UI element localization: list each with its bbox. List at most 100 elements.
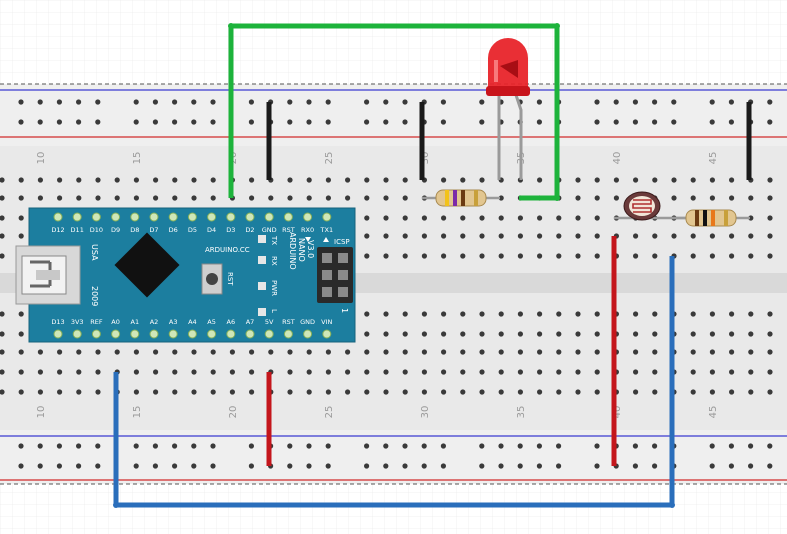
breadboard-hole xyxy=(575,389,581,395)
breadboard-hole xyxy=(767,253,773,259)
breadboard-hole xyxy=(613,177,620,183)
breadboard-hole xyxy=(364,215,370,221)
breadboard-hole xyxy=(690,177,696,183)
icsp-pins xyxy=(322,253,348,297)
breadboard-hole xyxy=(671,195,677,201)
breadboard-hole xyxy=(690,195,696,201)
breadboard-hole xyxy=(248,119,254,125)
breadboard-hole xyxy=(306,99,312,105)
breadboard-hole xyxy=(767,369,773,375)
breadboard-hole xyxy=(728,443,735,449)
breadboard-hole xyxy=(479,253,485,259)
arduino-icsp-pin1-label: 1 xyxy=(340,308,349,313)
breadboard-hole xyxy=(440,99,446,105)
breadboard-hole xyxy=(652,119,658,125)
breadboard-hole xyxy=(479,369,485,375)
breadboard-hole xyxy=(767,349,773,355)
arduino-pin-label: A5 xyxy=(207,318,216,326)
breadboard-hole xyxy=(402,99,408,105)
breadboard-hole xyxy=(632,443,639,449)
breadboard-hole xyxy=(421,463,427,469)
resistor-band xyxy=(703,210,707,226)
breadboard-hole xyxy=(748,195,754,201)
breadboard-hole xyxy=(575,233,581,239)
breadboard-hole xyxy=(345,369,351,375)
breadboard-hole xyxy=(479,177,485,183)
breadboard-hole xyxy=(537,177,543,183)
breadboard-hole xyxy=(479,215,485,221)
breadboard-hole xyxy=(748,311,754,317)
breadboard-hole xyxy=(37,99,43,105)
breadboard-hole xyxy=(133,389,139,395)
column-number: 45 xyxy=(708,152,719,165)
breadboard-hole xyxy=(402,349,408,355)
arduino-pin-label: 5V xyxy=(265,318,274,326)
column-number: 15 xyxy=(132,406,143,419)
breadboard-hole xyxy=(729,349,735,355)
breadboard-hole xyxy=(229,389,235,395)
breadboard-hole xyxy=(18,233,24,239)
breadboard-hole xyxy=(191,99,197,105)
led-rx xyxy=(258,256,266,264)
breadboard-hole xyxy=(575,369,581,375)
arduino-pin-hole xyxy=(187,212,197,222)
breadboard-hole xyxy=(690,233,696,239)
column-number: 40 xyxy=(612,406,623,419)
breadboard-hole xyxy=(594,331,600,337)
breadboard-hole xyxy=(767,215,773,221)
breadboard-hole xyxy=(728,463,735,469)
breadboard-hole xyxy=(441,389,447,395)
breadboard-hole xyxy=(709,177,716,183)
breadboard-hole xyxy=(306,443,312,449)
breadboard-hole xyxy=(537,253,543,259)
breadboard-hole xyxy=(95,99,101,105)
breadboard-hole xyxy=(767,233,773,239)
icsp-pin xyxy=(322,270,332,280)
breadboard-hole xyxy=(191,389,197,395)
breadboard-hole xyxy=(633,311,639,317)
breadboard-hole xyxy=(345,389,351,395)
breadboard-hole xyxy=(37,443,43,449)
breadboard-hole xyxy=(306,177,312,183)
breadboard-hole xyxy=(191,369,197,375)
breadboard-hole xyxy=(402,331,408,337)
breadboard-hole xyxy=(556,215,562,221)
arduino-pin-label: D9 xyxy=(111,226,120,234)
breadboard-hole xyxy=(249,369,255,375)
breadboard-hole xyxy=(0,369,5,375)
breadboard-hole xyxy=(383,463,389,469)
led-resistor xyxy=(422,189,500,207)
breadboard-hole xyxy=(517,443,523,449)
breadboard-hole xyxy=(748,331,754,337)
arduino-pin-hole xyxy=(91,212,101,222)
breadboard-hole xyxy=(748,215,754,221)
breadboard-hole xyxy=(383,331,389,337)
breadboard-hole xyxy=(652,177,658,183)
breadboard-hole xyxy=(767,177,773,183)
wire-blue-a0-to-ldr xyxy=(113,256,675,508)
breadboard-hole xyxy=(76,463,82,469)
breadboard-hole xyxy=(517,389,524,395)
breadboard-hole xyxy=(537,349,543,355)
ldr-resistor xyxy=(672,209,750,227)
breadboard-hole xyxy=(287,463,293,469)
arduino-pin-label: D6 xyxy=(169,226,178,234)
breadboard-hole xyxy=(652,311,658,317)
photocell-ldr xyxy=(614,191,690,221)
column-number: 25 xyxy=(324,152,335,165)
breadboard-hole xyxy=(0,311,5,317)
breadboard-hole xyxy=(537,311,543,317)
breadboard-hole xyxy=(95,349,101,355)
breadboard-hole xyxy=(364,443,370,449)
breadboard-hole xyxy=(402,177,408,183)
arduino-pin-hole xyxy=(207,329,217,339)
breadboard-hole xyxy=(268,349,274,355)
breadboard-hole xyxy=(498,195,504,201)
breadboard-hole xyxy=(652,389,658,395)
breadboard-hole xyxy=(383,349,389,355)
breadboard-hole xyxy=(364,233,370,239)
breadboard-hole xyxy=(152,119,158,125)
breadboard-hole xyxy=(479,233,485,239)
breadboard-hole xyxy=(709,195,716,201)
